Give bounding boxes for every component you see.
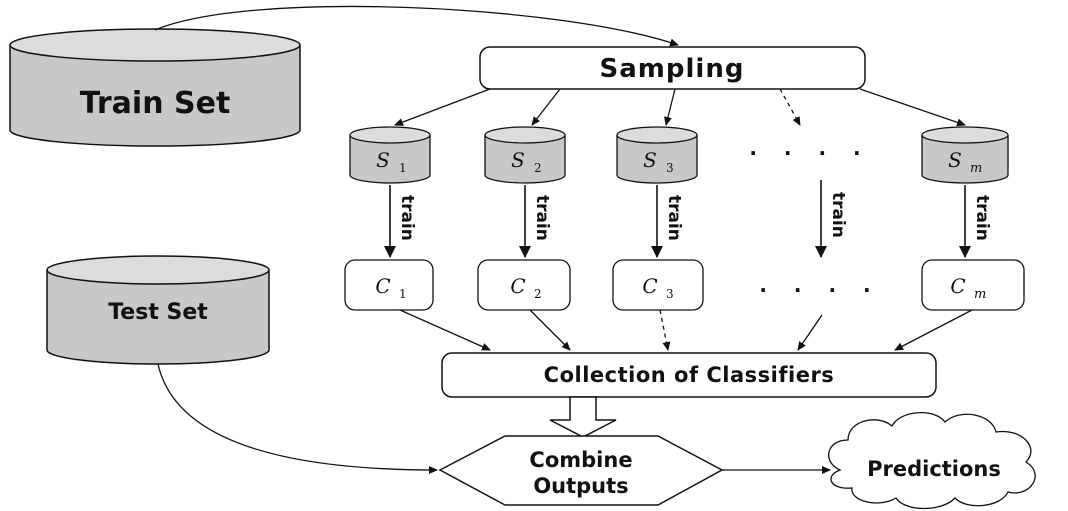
test-set-label: Test Set [108,300,208,325]
train-label-1: train [397,195,417,241]
cm-symbol: C [950,274,965,298]
c1-subscript: 1 [399,287,407,301]
sm-subscript: m [970,161,982,176]
collection-label: Collection of Classifiers [544,363,835,387]
collection-box: Collection of Classifiers [441,352,937,398]
train-arrows [384,180,971,258]
sample-s1: S 1 [349,126,431,184]
classifiers-ellipsis: . . . . [759,273,880,297]
classifier-to-collection-arrows [399,309,973,351]
sampling-box: Sampling [479,46,866,90]
c1-symbol: C [375,274,390,298]
sample-s2: S 2 [484,126,566,184]
samples-ellipsis: . . . . [749,136,870,160]
train-label-3: train [664,195,684,241]
train-to-sampling-arrow [154,5,679,47]
s1-subscript: 1 [399,161,407,175]
s2-symbol: S [511,148,525,172]
classifier-c3: C 3 [612,259,704,311]
sampling-to-s1-arrow [394,88,491,126]
train-label-2: train [532,195,552,241]
collection-to-combine-arrow [549,396,617,438]
train-set-label: Train Set [80,86,231,121]
c2-subscript: 2 [534,287,542,301]
train-label-5: train [972,195,992,241]
test-to-combine-arrow [157,363,438,474]
combine-label-line2: Outputs [533,474,628,498]
train-set-cylinder: Train Set [9,28,301,147]
train-label-4: train [828,192,848,238]
sampling-to-sm-arrow [859,88,966,127]
predictions-cloud: Predictions [828,411,1036,510]
s2-subscript: 2 [534,161,542,175]
combine-label-line1: Combine [529,448,632,472]
classifier-cm: C m [921,259,1025,311]
c3-subscript: 3 [666,287,674,301]
sm-symbol: S [948,148,962,172]
classifier-c2: C 2 [477,259,571,311]
predictions-label: Predictions [867,457,1001,481]
sampling-to-dots-arrow [779,88,801,126]
combine-outputs-hexagon: Combine Outputs [438,435,724,506]
s3-symbol: S [643,148,657,172]
sampling-arrows [394,88,966,127]
sampling-to-s3-arrow [664,88,676,126]
s1-symbol: S [376,148,390,172]
s3-subscript: 3 [666,161,674,175]
sample-s3: S 3 [616,126,698,184]
c3-symbol: C [642,274,657,298]
sample-sm: S m [921,126,1009,184]
c2-symbol: C [510,274,525,298]
sampling-label: Sampling [600,54,745,84]
test-set-cylinder: Test Set [46,255,270,365]
cm-subscript: m [974,287,986,302]
sampling-to-s2-arrow [531,88,561,126]
classifier-c1: C 1 [344,259,434,311]
